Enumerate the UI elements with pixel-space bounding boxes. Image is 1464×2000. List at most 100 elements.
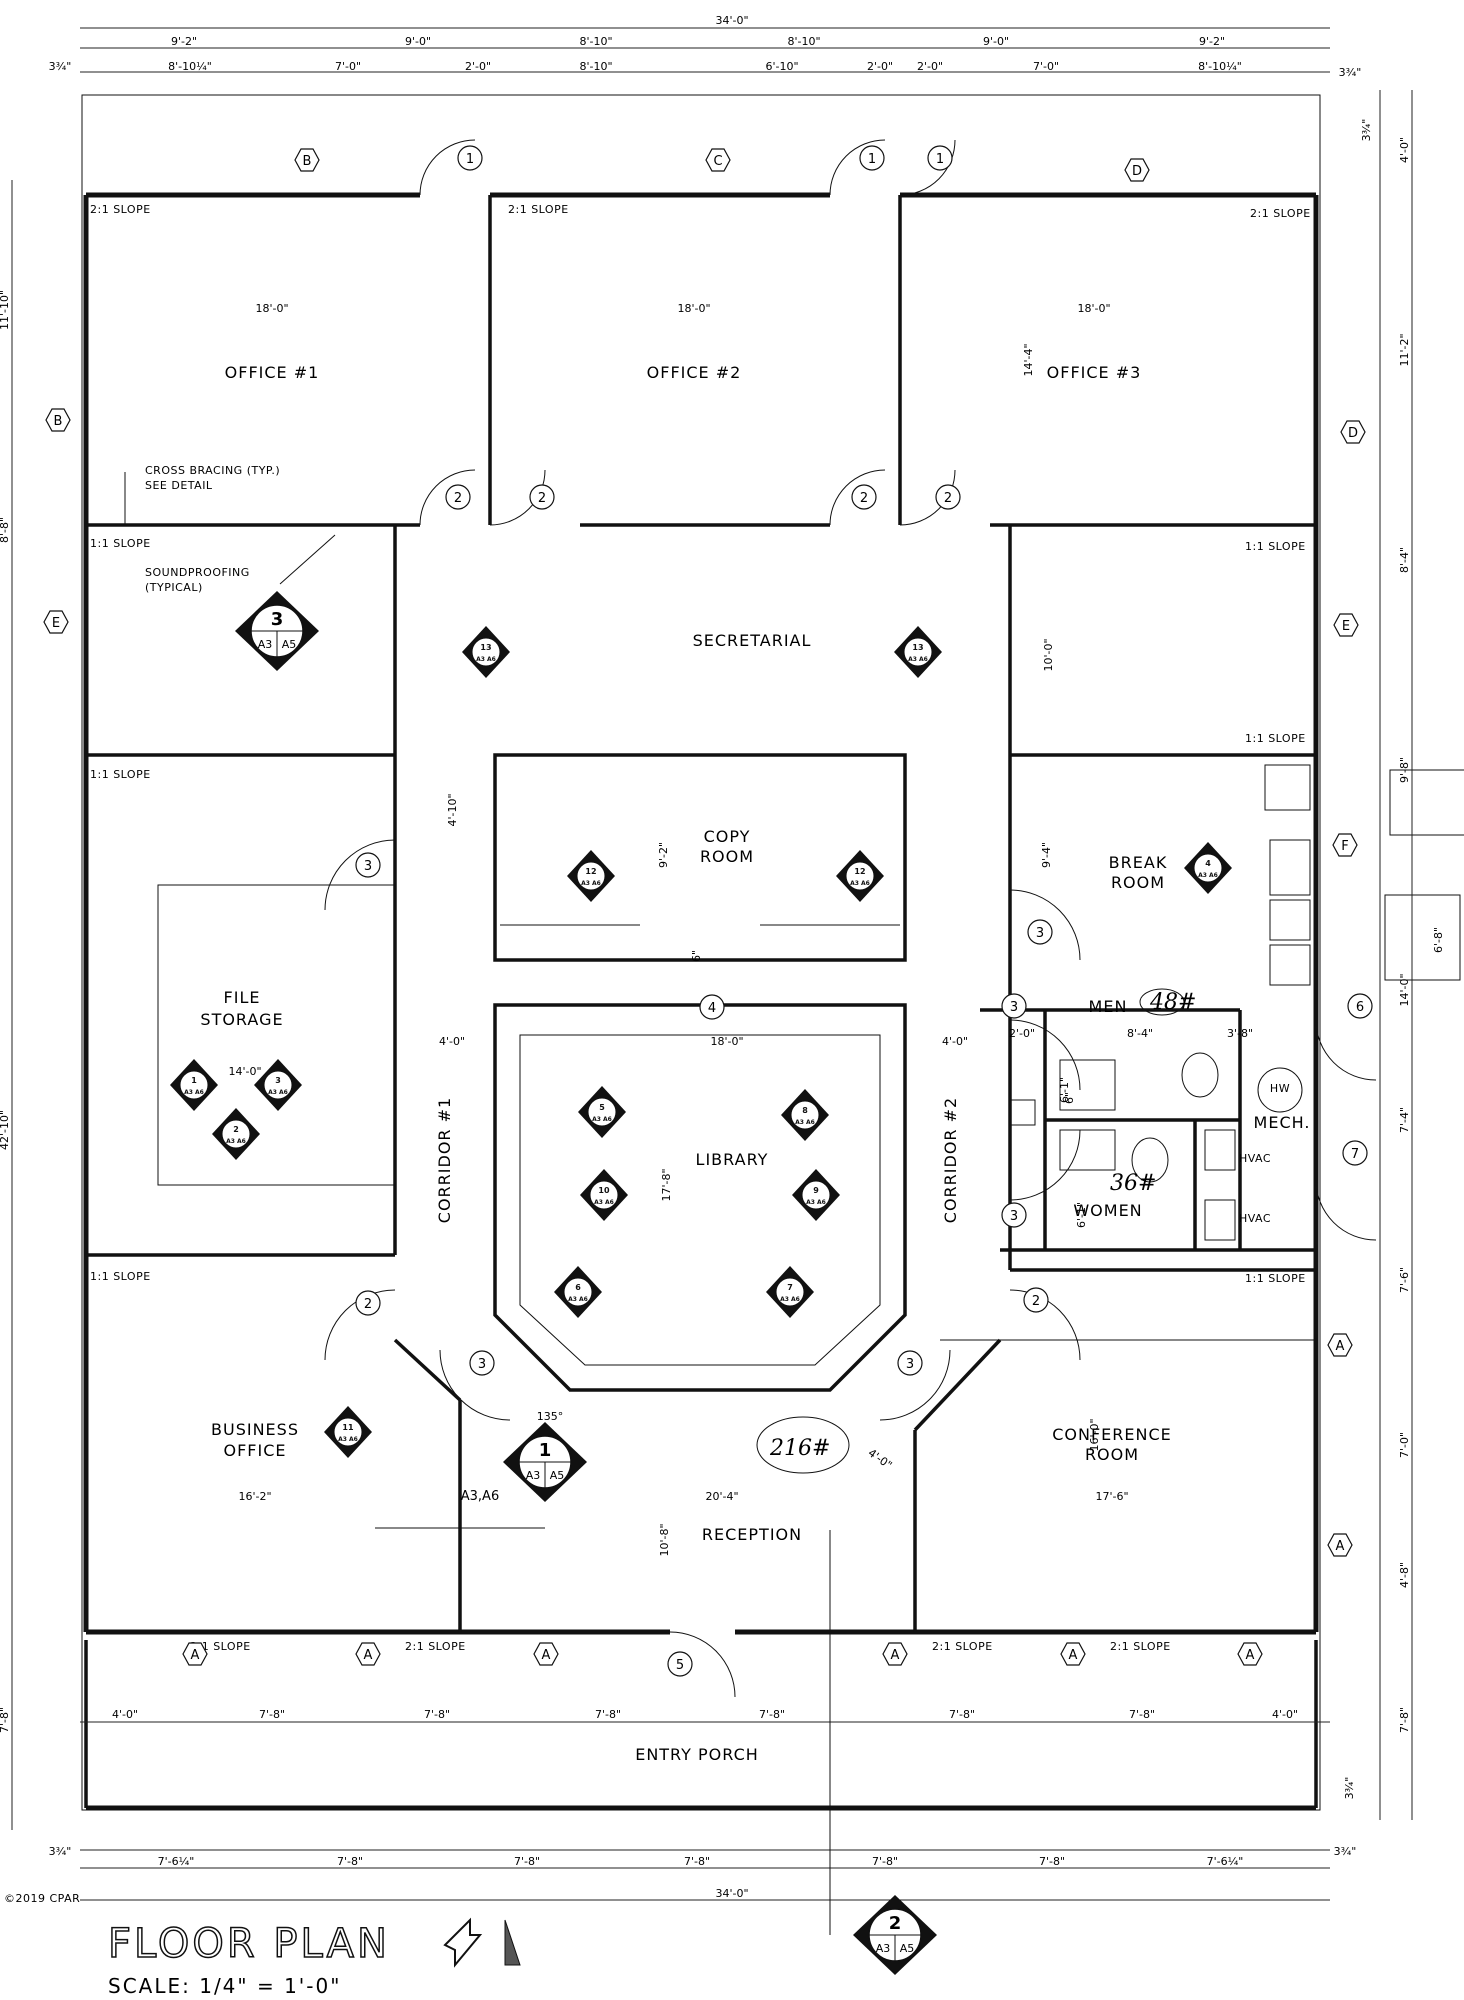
dim-top-detail: 2'-0"	[867, 60, 893, 73]
elevation-marker-sheets: A3 A6	[1198, 872, 1218, 879]
note-slope: 1:1 SLOPE	[90, 537, 151, 550]
window-tag-label: D	[1132, 164, 1142, 179]
dim-porch: 7'-8"	[595, 1708, 621, 1721]
dimension-lines	[11, 27, 1413, 1901]
dim-interior: 14'-0"	[228, 1065, 261, 1078]
dim-interior: 9'-2"	[657, 842, 670, 868]
dim-top: 8'-10"	[579, 35, 612, 48]
dim-porch: 7'-8"	[759, 1708, 785, 1721]
section-1-label: A3,A6	[461, 1489, 499, 1504]
dim-right: 7'-0"	[1398, 1432, 1411, 1458]
window-tag	[1237, 1642, 1263, 1666]
elevation-marker-sheets: A3 A6	[568, 1296, 588, 1303]
dim-top-detail: 2'-0"	[465, 60, 491, 73]
drawing-title: FLOOR PLAN	[108, 1921, 390, 1967]
dim-porch: 7'-8"	[949, 1708, 975, 1721]
elevation-marker-num: 13	[480, 643, 491, 652]
dim-top: 9'-0"	[983, 35, 1009, 48]
door-tag	[667, 1651, 693, 1677]
window-tag-label: F	[1341, 839, 1348, 854]
dim-interior: 2'-0"	[1009, 1027, 1035, 1040]
elevation-marker-num: 12	[585, 867, 596, 876]
elevation-marker-circle	[775, 1277, 805, 1307]
dim-left: 42'-10"	[0, 1110, 11, 1150]
elevation-marker-num: 12	[854, 867, 865, 876]
dim-left: 8'-8"	[0, 517, 11, 543]
dim-right: 11'-2"	[1398, 333, 1411, 366]
note-slope: 1:1 SLOPE	[90, 1270, 151, 1283]
door-tag	[1347, 993, 1373, 1019]
door-tag-label: 2	[538, 491, 546, 506]
dim-top-detail: 7'-0"	[1033, 60, 1059, 73]
elevation-marker-circle	[845, 861, 875, 891]
elevation-marker-num: 13	[912, 643, 923, 652]
window-tag	[705, 148, 731, 172]
window-tag-label: E	[52, 616, 60, 631]
interior-walls	[86, 195, 1316, 1632]
label-hvac-1: HVAC	[1239, 1152, 1271, 1165]
note-slope: 1:1 SLOPE	[1245, 1272, 1306, 1285]
dim-edge: 3¾"	[1334, 1845, 1357, 1858]
hand-women-area: 36#	[1110, 1171, 1156, 1196]
elevation-marker-sheets: A3 A6	[908, 656, 928, 663]
window-tag	[1332, 833, 1358, 857]
dim-interior: 9'-4"	[1040, 842, 1053, 868]
door-tag-label: 1	[466, 152, 474, 167]
dim-top: 9'-2"	[1199, 35, 1225, 48]
section-3-num: 3	[271, 609, 284, 630]
window-tag	[294, 148, 320, 172]
note-typical: (TYPICAL)	[145, 581, 203, 594]
dim-top: 8'-10"	[787, 35, 820, 48]
window-tag	[1340, 420, 1366, 444]
label-break: BREAK	[1109, 853, 1168, 872]
door-tag-label: 2	[364, 1297, 372, 1312]
dim-interior: 4'-0"	[942, 1035, 968, 1048]
label-reception: RECEPTION	[702, 1525, 802, 1544]
door-tag-label: 3	[364, 859, 372, 874]
window-tag-label: A	[1336, 1539, 1345, 1554]
note-slope: 1:1 SLOPE	[1245, 540, 1306, 553]
elevation-marker-circle	[587, 1097, 617, 1127]
dim-interior: 3'-8"	[1227, 1027, 1253, 1040]
fixtures	[157, 764, 1464, 1241]
elevation-marker-sheets: A3 A6	[226, 1138, 246, 1145]
note-slope: 1:1 SLOPE	[1245, 732, 1306, 745]
section-2-num: 2	[889, 1913, 902, 1934]
dim-interior: 17'-8"	[660, 1168, 673, 1201]
dim-interior: 10'-0"	[1042, 638, 1055, 671]
label-business-office: OFFICE	[224, 1441, 287, 1460]
label-conference: CONFERENCE	[1052, 1425, 1172, 1444]
dim-interior: 17'-6"	[1095, 1490, 1128, 1503]
dim-interior: 4'-0"	[439, 1035, 465, 1048]
dim-interior: 6'-8"	[1432, 927, 1445, 953]
label-office-2: OFFICE #2	[647, 363, 742, 382]
dim-bottom: 7'-6¼"	[1207, 1855, 1244, 1868]
elevation-marker-circle	[790, 1100, 820, 1130]
note-slope: 2:1 SLOPE	[1250, 207, 1311, 220]
window-tag-label: A	[891, 1648, 900, 1663]
dim-porch: 7'-8"	[1129, 1708, 1155, 1721]
door-tag	[897, 1350, 923, 1376]
elevation-marker-sheets: A3 A6	[850, 880, 870, 887]
dim-overall: 34'-0"	[715, 1887, 748, 1900]
label-secretarial: SECRETARIAL	[693, 631, 812, 650]
note-slope: 2:1 SLOPE	[932, 1640, 993, 1653]
window-tag	[182, 1642, 208, 1666]
door-tag-label: 3	[478, 1357, 486, 1372]
window-tag-label: E	[1342, 619, 1350, 634]
label-business: BUSINESS	[211, 1420, 299, 1439]
elevation-marker-sheets: A3 A6	[581, 880, 601, 887]
elevation-marker-num: 8	[802, 1106, 808, 1115]
elevation-marker-sheets: A3 A6	[476, 656, 496, 663]
door-tag-label: 1	[868, 152, 876, 167]
window-tag-label: C	[713, 154, 722, 169]
elevation-marker-sheets: A3 A6	[795, 1119, 815, 1126]
dim-top-detail: 8'-10¼"	[168, 60, 212, 73]
door-tag	[699, 994, 725, 1020]
dim-porch: 7'-8"	[424, 1708, 450, 1721]
dim-top-detail: 2'-0"	[917, 60, 943, 73]
section-2-sheet-2: A5	[900, 1942, 915, 1955]
door-tag-label: 6	[1356, 1000, 1364, 1015]
